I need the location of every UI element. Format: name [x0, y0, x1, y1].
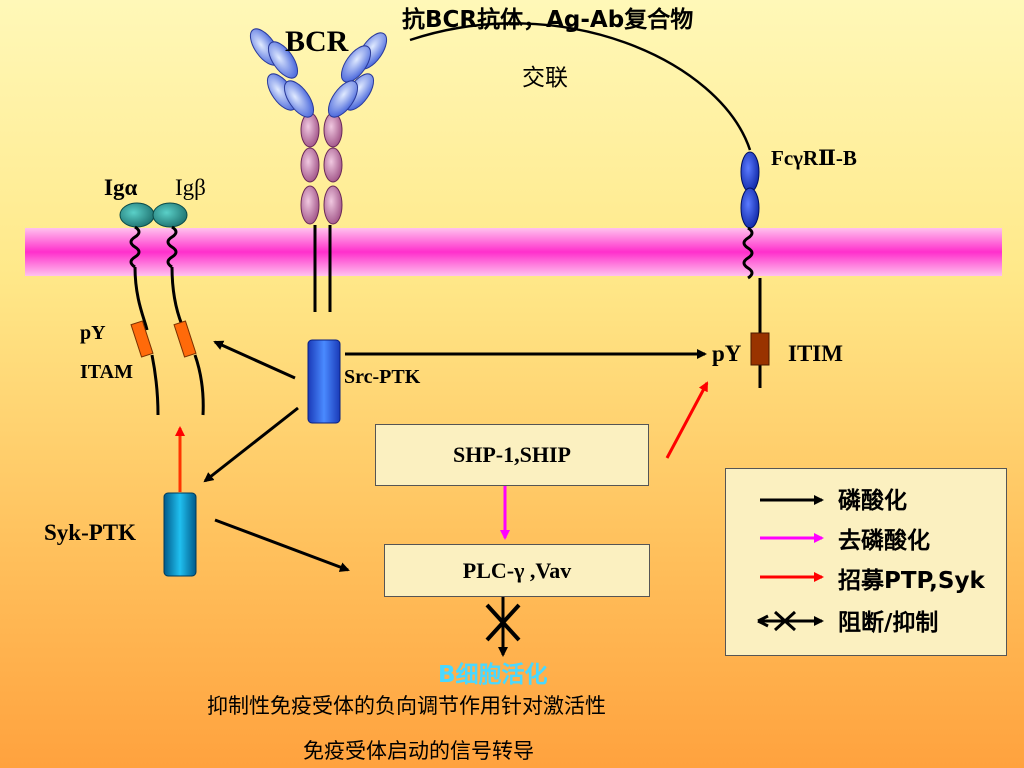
py-right-label: pY: [712, 341, 742, 366]
block-cross-1: [485, 603, 521, 642]
ig-alpha-label: Igα: [104, 175, 138, 200]
itam-label: ITAM: [80, 361, 133, 383]
crosslink-subtitle: 交联: [522, 65, 568, 91]
arrow-red-recruit: [665, 381, 709, 459]
src-ptk-label: Src-PTK: [344, 366, 421, 388]
caption-line-1: 抑制性免疫受体的负向调节作用针对激活性: [207, 694, 606, 718]
fcgr2b-receptor: [740, 151, 770, 388]
legend-box: 磷酸化 去磷酸化 招募PTP,Syk 阻断/抑制: [725, 468, 1007, 656]
bcr-label: BCR: [285, 25, 349, 58]
syk-ptk-label: Syk-PTK: [44, 520, 137, 545]
legend-dephosphorylation: 去磷酸化: [838, 528, 930, 554]
legend-recruit: 招募PTP,Syk: [838, 568, 985, 594]
block-cross-2: [485, 603, 521, 642]
crosslink-title: 抗BCR抗体，Ag-Ab复合物: [402, 7, 694, 33]
syk-ptk-kinase: [163, 492, 197, 577]
arrow-src-to-syk: [203, 406, 299, 483]
arrow-syk-to-plc: [214, 518, 350, 572]
legend-phosphorylation: 磷酸化: [838, 488, 907, 514]
src-ptk-kinase: [307, 339, 341, 424]
ig-beta-label: Igβ: [175, 175, 206, 200]
b-activation-label: B细胞活化: [438, 662, 548, 688]
arrow-src-to-itam: [213, 340, 296, 380]
fcr-label: FcγRⅡ-B: [771, 146, 857, 170]
py-left-label: pY: [80, 322, 106, 344]
crosslink-arc: [409, 22, 752, 151]
cell-membrane: [25, 228, 1002, 276]
itam-left-box: [130, 320, 154, 358]
bcr-receptor: [249, 28, 388, 312]
legend-block: 阻断/抑制: [838, 610, 939, 636]
itim-label: ITIM: [788, 341, 843, 366]
caption-line-2: 免疫受体启动的信号转导: [303, 739, 534, 763]
shp-box: SHP-1,SHIP: [375, 424, 649, 486]
itam-right-box: [173, 320, 197, 358]
plc-box: PLC-γ ,Vav: [384, 544, 650, 597]
itim-box: [750, 332, 770, 366]
